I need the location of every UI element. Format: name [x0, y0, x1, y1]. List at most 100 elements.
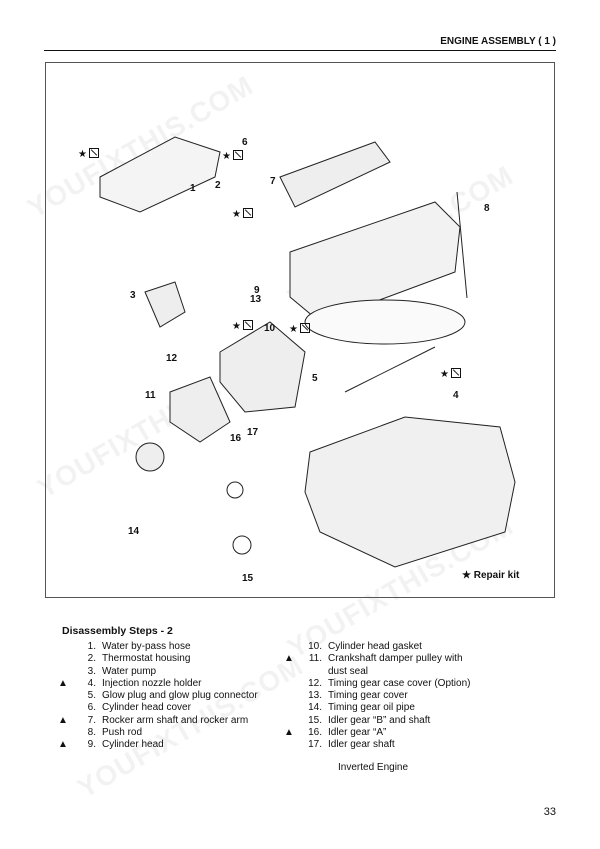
step-number: 15.	[308, 714, 322, 726]
step-item: 14. Timing gear oil pipe	[284, 702, 554, 714]
caution-triangle-icon: ▲	[58, 677, 68, 689]
cylinder-head	[289, 201, 461, 323]
step-text: Water pump	[102, 665, 157, 677]
step-text: dust seal	[328, 665, 369, 677]
step-text: Cylinder head gasket	[328, 641, 422, 652]
step-item: 5.Glow plug and glow plug connector	[58, 690, 298, 702]
star-icon: ★	[289, 324, 298, 335]
idler-gear-b	[232, 535, 252, 555]
timing-gear-cover	[219, 321, 306, 413]
idler-gear-a	[226, 481, 244, 499]
step-text: Cylinder head	[102, 739, 164, 751]
star-icon: ★	[440, 369, 449, 380]
step-item: ▲ 11. Crankshaft damper pulley with	[284, 653, 554, 665]
step-number: 1.	[87, 641, 96, 652]
step-text: Thermostat housing	[102, 653, 191, 665]
callout-14: 14	[128, 526, 140, 537]
callout-17: 17	[247, 427, 259, 438]
step-text: Timing gear case cover (Option)	[328, 677, 471, 689]
star-icon: ★	[78, 149, 87, 160]
step-number: 14.	[308, 702, 322, 714]
repair-kit-label: Repair kit	[473, 570, 520, 581]
step-number: 17.	[308, 739, 322, 751]
discard-box-icon	[242, 320, 253, 330]
water-pump	[144, 281, 186, 328]
step-number: 7.	[87, 714, 96, 726]
callout-2: 2	[215, 180, 221, 191]
push-rod	[456, 191, 468, 299]
repair-kit-marker: ★	[440, 368, 461, 380]
discard-box-icon	[232, 150, 243, 160]
step-text: Idler gear shaft	[328, 739, 395, 751]
step-number: 10.	[308, 641, 322, 652]
step-item: ▲ 9. Cylinder head	[58, 739, 298, 751]
step-text: Push rod	[102, 727, 143, 739]
caution-triangle-icon: ▲	[284, 653, 294, 665]
step-item: 17. Idler gear shaft	[284, 739, 554, 751]
header-rule	[44, 50, 556, 51]
discard-box-icon	[242, 208, 253, 218]
step-number: 6.	[87, 702, 96, 714]
step-item: ▲ 7. Rocker arm shaft and rocker arm	[58, 715, 298, 727]
step-number: 9.	[87, 739, 96, 751]
callout-6: 6	[242, 137, 248, 148]
repair-kit-marker: ★	[78, 148, 99, 160]
page-number: 33	[543, 806, 556, 818]
caution-triangle-icon: ▲	[58, 739, 68, 751]
discard-box-icon	[299, 323, 310, 333]
step-item: ▲ 16. Idler gear “A”	[284, 727, 554, 739]
step-number: 11.	[308, 653, 322, 665]
discard-box-icon	[88, 148, 99, 158]
repair-kit-legend: ★ Repair kit	[462, 570, 519, 581]
repair-kit-marker: ★	[232, 320, 253, 332]
timing-case-cover	[169, 376, 231, 443]
step-item: dust seal	[284, 666, 554, 678]
callout-11: 11	[145, 390, 156, 401]
step-number: 16.	[308, 727, 322, 739]
caution-triangle-icon: ▲	[58, 714, 68, 726]
discard-box-icon	[450, 368, 461, 378]
step-number: 4.	[87, 677, 96, 689]
step-text: Idler gear “B” and shaft	[328, 714, 431, 726]
head-cover	[99, 136, 221, 213]
section-header: ENGINE ASSEMBLY ( 1 )	[440, 36, 556, 47]
callout-1: 1	[190, 183, 196, 194]
step-text: Cylinder head cover	[102, 702, 191, 714]
step-number: 3.	[87, 665, 96, 677]
cylinder-block	[304, 416, 516, 568]
star-icon: ★	[462, 570, 471, 581]
inverted-engine-note: Inverted Engine	[338, 762, 409, 773]
step-item: 13.Timing gear cover	[284, 690, 554, 702]
step-number: 13.	[308, 690, 322, 702]
callout-10: 10	[264, 323, 276, 334]
callout-12: 12	[166, 353, 178, 364]
callout-8: 8	[484, 203, 490, 214]
damper-pulley	[135, 442, 165, 472]
diagram-frame	[45, 62, 555, 598]
caution-triangle-icon: ▲	[284, 727, 294, 739]
step-text: Crankshaft damper pulley with	[328, 653, 463, 665]
step-item: 15. Idler gear “B” and shaft	[284, 715, 554, 727]
step-item: 12.Timing gear case cover (Option)	[284, 678, 554, 690]
step-text: Injection nozzle holder	[102, 677, 202, 689]
star-icon: ★	[232, 321, 241, 332]
callout-4: 4	[453, 390, 459, 401]
step-item: 10. Cylinder head gasket	[284, 641, 554, 653]
steps-title: Disassembly Steps - 2	[62, 625, 173, 637]
repair-kit-marker: ★	[222, 150, 243, 162]
steps-right-column: 10. Cylinder head gasket ▲ 11. Crankshaft da…	[284, 641, 554, 752]
step-item: 1.Water by-pass hose	[58, 641, 298, 653]
callout-3: 3	[130, 290, 136, 301]
step-text: Timing gear oil pipe	[328, 702, 415, 714]
step-item: 8.Push rod	[58, 727, 298, 739]
step-item: 3. Water pump	[58, 666, 298, 678]
step-text: Rocker arm shaft and rocker arm	[102, 714, 249, 726]
callout-9: 9	[254, 285, 260, 296]
repair-kit-marker: ★	[289, 323, 310, 335]
step-item: 2. Thermostat housing	[58, 653, 298, 665]
step-number: 2.	[87, 653, 96, 665]
step-text: Idler gear “A”	[328, 727, 387, 739]
callout-16: 16	[230, 433, 242, 444]
